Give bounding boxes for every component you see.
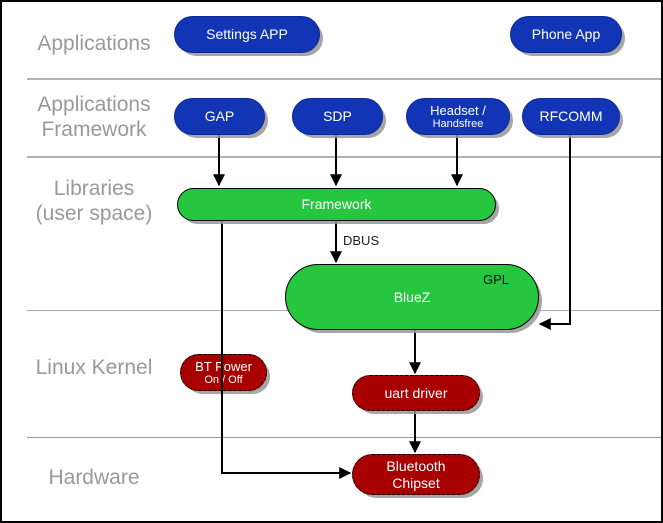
node-headset-handsfree-label-line1: Headset /: [430, 102, 486, 118]
node-uart-driver-label: uart driver: [384, 384, 448, 401]
layer-label-applications-framework: Applications Framework: [37, 93, 151, 141]
edge-label-dbus: DBUS: [343, 233, 380, 248]
node-sdp[interactable]: SDP: [292, 98, 383, 135]
node-rfcomm-label: RFCOMM: [539, 108, 603, 124]
layer-label-libraries: Libraries (user space): [35, 177, 153, 225]
node-bluez-label: BlueZ: [393, 288, 431, 305]
node-gap[interactable]: GAP: [174, 98, 265, 135]
node-bt-power[interactable]: BT Power On / Off: [180, 354, 267, 391]
layer-label-hardware: Hardware: [48, 466, 140, 489]
node-bluez-license-label: GPL: [483, 272, 510, 287]
divider-linux-kernel: [27, 437, 661, 438]
node-bluetooth-chipset-label-line1: Bluetooth: [386, 457, 446, 474]
node-gap-label: GAP: [204, 108, 235, 124]
divider-applications: [27, 78, 661, 80]
node-framework-label: Framework: [301, 196, 372, 212]
node-bluetooth-chipset-label-line2: Chipset: [392, 474, 440, 491]
node-phone-app-label: Phone App: [531, 26, 601, 42]
wire-rfcomm-to-bluez: [538, 134, 571, 330]
node-rfcomm[interactable]: RFCOMM: [522, 98, 620, 135]
divider-applications-framework: [27, 156, 661, 158]
node-bt-power-label-line2: On / Off: [204, 373, 243, 386]
node-uart-driver[interactable]: uart driver: [352, 375, 480, 411]
node-settings-app[interactable]: Settings APP: [174, 16, 320, 53]
node-framework[interactable]: Framework: [177, 188, 496, 221]
node-settings-app-label: Settings APP: [206, 26, 288, 42]
node-sdp-label: SDP: [323, 108, 352, 124]
node-headset-handsfree[interactable]: Headset / Handsfree: [406, 98, 510, 135]
wire-gap-to-chipset: [221, 220, 352, 479]
layer-label-applications: Applications: [37, 32, 151, 55]
node-bluetooth-chipset[interactable]: Bluetooth Chipset: [352, 454, 480, 495]
node-bt-power-label-line1: BT Power: [195, 358, 252, 374]
layer-label-linux-kernel: Linux Kernel: [35, 356, 153, 379]
node-headset-handsfree-label-line2: Handsfree: [432, 117, 484, 130]
node-phone-app[interactable]: Phone App: [510, 16, 622, 53]
